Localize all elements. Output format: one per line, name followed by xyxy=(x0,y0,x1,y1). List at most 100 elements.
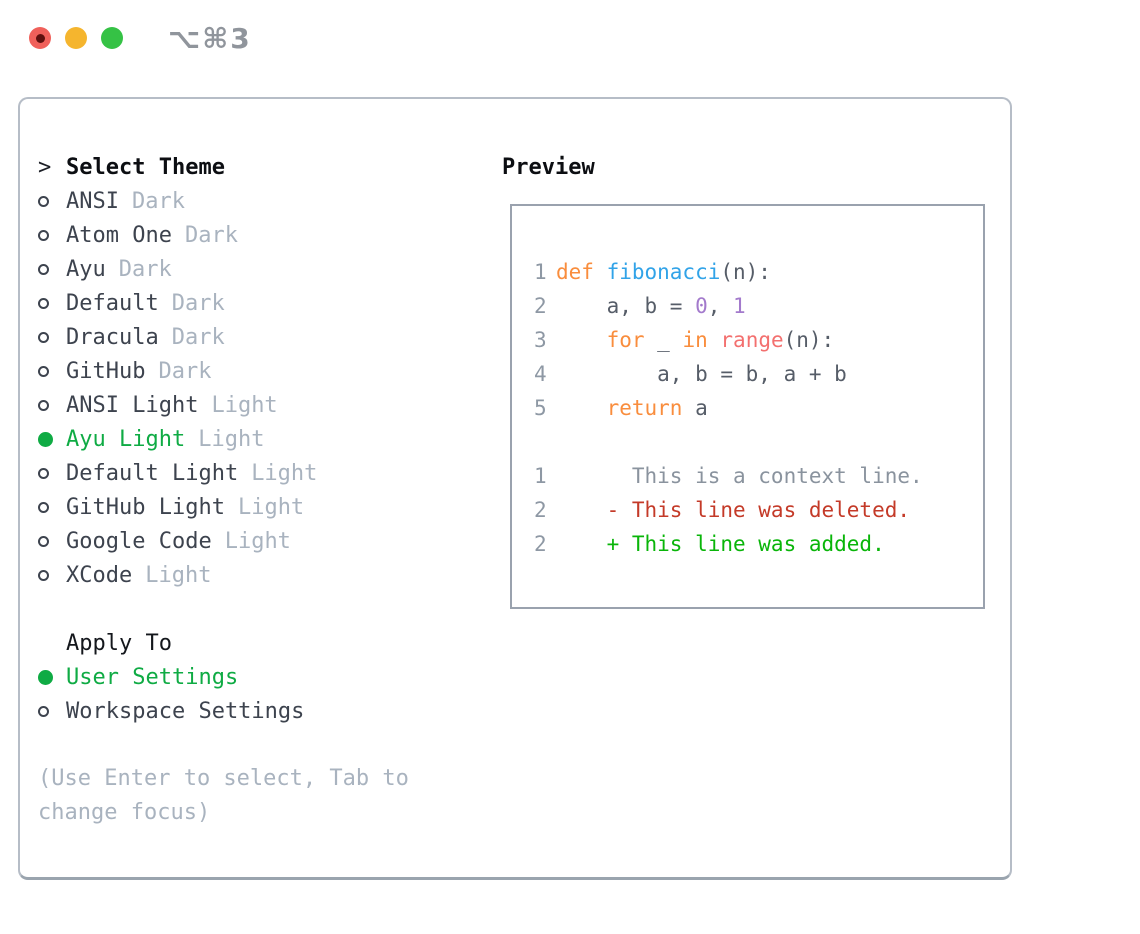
code-token: This is a context line. xyxy=(556,464,923,488)
spacer xyxy=(38,592,472,626)
code-token: return xyxy=(606,396,683,420)
radio-unselected-icon xyxy=(38,263,66,275)
diff-preview: 1 This is a context line.2 - This line w… xyxy=(534,459,973,561)
radio-unselected-icon xyxy=(38,365,66,377)
theme-variant: Light xyxy=(237,494,305,520)
theme-variant: Light xyxy=(145,562,212,588)
line-number: 4 xyxy=(534,362,547,386)
code-line: 3 for _ in range(n): xyxy=(534,323,973,357)
code-token: a, b = xyxy=(556,294,696,318)
theme-option[interactable]: Atom One Dark xyxy=(38,218,472,252)
radio-unselected-icon xyxy=(38,467,66,479)
theme-option[interactable]: ANSI Dark xyxy=(38,184,472,218)
code-token: + This line was added. xyxy=(556,532,885,556)
keyboard-hint: (Use Enter to select, Tab to change focu… xyxy=(38,766,409,825)
radio-unselected-icon xyxy=(38,705,66,717)
diff-line: 2 + This line was added. xyxy=(534,527,973,561)
theme-option[interactable]: Default Light Light xyxy=(38,456,472,490)
focus-caret-icon: > xyxy=(38,154,52,180)
radio-unselected-icon xyxy=(38,229,66,241)
diff-line: 2 - This line was deleted. xyxy=(534,493,973,527)
radio-unselected-icon xyxy=(38,331,66,343)
theme-variant: Light xyxy=(251,460,318,486)
spacer xyxy=(38,728,472,762)
radio-unselected-icon xyxy=(38,195,66,207)
theme-variant: Dark xyxy=(184,222,238,248)
radio-unselected-icon xyxy=(38,399,66,411)
theme-option[interactable]: Google Code Light xyxy=(38,524,472,558)
code-token: _ xyxy=(644,328,683,352)
radio-unselected-icon xyxy=(38,297,66,309)
theme-name: ANSI xyxy=(66,188,119,214)
theme-variant: Light xyxy=(211,392,278,418)
apply-to-header: Apply To xyxy=(38,626,472,660)
theme-name: GitHub Light xyxy=(66,494,225,520)
theme-name: XCode xyxy=(66,562,133,588)
apply-to-option-label: Workspace Settings xyxy=(66,698,305,724)
code-token: - This line was deleted. xyxy=(556,498,911,522)
radio-unselected-icon xyxy=(38,501,66,513)
theme-option[interactable]: XCode Light xyxy=(38,558,472,592)
code-token xyxy=(556,396,607,420)
code-token xyxy=(556,328,607,352)
theme-name: Atom One xyxy=(66,222,172,248)
theme-option[interactable]: Default Dark xyxy=(38,286,472,320)
select-theme-header: > Select Theme xyxy=(38,150,472,184)
theme-option[interactable]: GitHub Light Light xyxy=(38,490,472,524)
code-token: 1 xyxy=(733,294,746,318)
line-number: 5 xyxy=(534,396,547,420)
theme-name: Default Light xyxy=(66,460,239,486)
minimize-button-icon[interactable] xyxy=(65,27,87,49)
theme-variant: Dark xyxy=(158,358,212,384)
radio-selected-icon xyxy=(38,431,66,447)
radio-unselected-icon xyxy=(38,535,66,547)
preview-title: Preview xyxy=(502,154,595,180)
apply-to-option[interactable]: User Settings xyxy=(38,660,472,694)
theme-name: ANSI Light xyxy=(66,392,199,418)
apply-to-title: Apply To xyxy=(66,630,172,656)
theme-option[interactable]: GitHub Dark xyxy=(38,354,472,388)
theme-variant: Dark xyxy=(171,290,225,316)
theme-variant: Light xyxy=(224,528,291,554)
theme-name: Ayu Light xyxy=(66,426,186,452)
diff-line: 1 This is a context line. xyxy=(534,459,973,493)
code-token: range xyxy=(720,328,784,352)
code-token: , xyxy=(707,294,734,318)
theme-option[interactable]: ANSI Light Light xyxy=(38,388,472,422)
radio-selected-icon xyxy=(38,669,66,685)
theme-variant: Dark xyxy=(131,188,185,214)
theme-variant: Dark xyxy=(118,256,172,282)
code-token: a xyxy=(682,396,708,420)
theme-name: GitHub xyxy=(66,358,146,384)
zoom-button-icon[interactable] xyxy=(101,27,123,49)
code-token: 0 xyxy=(695,294,708,318)
theme-variant: Dark xyxy=(171,324,225,350)
theme-option[interactable]: Dracula Dark xyxy=(38,320,472,354)
code-token: (n): xyxy=(720,260,771,284)
apply-to-option[interactable]: Workspace Settings xyxy=(38,694,472,728)
theme-option[interactable]: Ayu Light Light xyxy=(38,422,472,456)
line-number: 2 xyxy=(534,498,547,522)
line-number: 3 xyxy=(534,328,547,352)
code-line: 2 a, b = 0, 1 xyxy=(534,289,973,323)
traffic-lights xyxy=(29,27,123,49)
titlebar: ⌥⌘3 xyxy=(0,0,1140,70)
window-title: ⌥⌘3 xyxy=(168,22,252,55)
theme-name: Default xyxy=(66,290,159,316)
radio-unselected-icon xyxy=(38,569,66,581)
select-theme-title: Select Theme xyxy=(66,154,225,180)
theme-name: Google Code xyxy=(66,528,212,554)
theme-variant: Light xyxy=(198,426,265,452)
theme-name: Dracula xyxy=(66,324,159,350)
code-token: for xyxy=(606,328,645,352)
code-token: (n): xyxy=(783,328,835,352)
close-button-icon[interactable] xyxy=(29,27,51,49)
code-token: in xyxy=(682,328,708,352)
